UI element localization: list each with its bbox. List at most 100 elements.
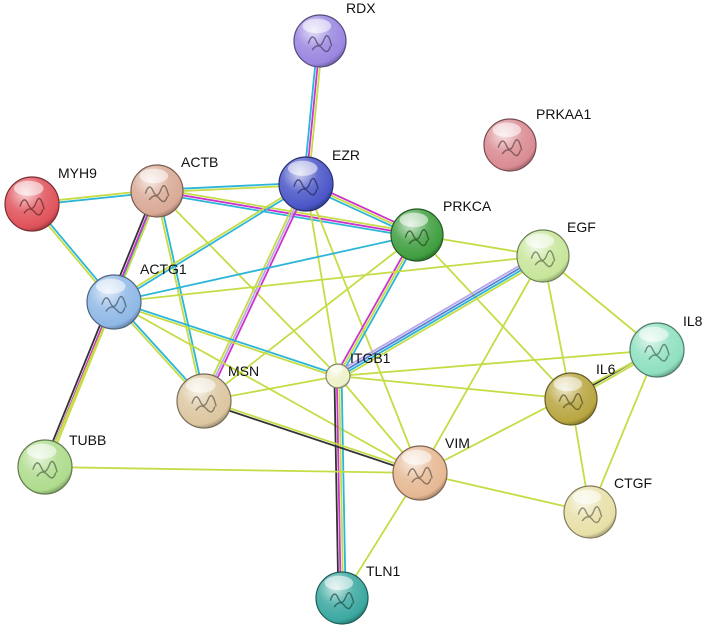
edge-line-cyan <box>337 256 545 378</box>
edge-line-yellow <box>338 258 546 381</box>
edge-line-yellow <box>416 234 572 400</box>
edge-line-cyan <box>340 375 347 599</box>
edge-line-yellow <box>337 375 572 400</box>
edge-line-cyan <box>113 184 308 304</box>
node-ctgf[interactable]: CTGF <box>563 475 652 539</box>
edge-line-yellow <box>156 187 419 234</box>
node-msn[interactable]: MSN <box>176 363 259 429</box>
protein-structure-icon <box>497 139 523 157</box>
node-highlight <box>329 365 344 373</box>
node-label-il8: IL8 <box>683 313 703 329</box>
edge-line-yellow <box>203 398 422 473</box>
node-il6[interactable]: IL6 <box>544 361 616 426</box>
edge-line-lavender <box>203 183 307 402</box>
edge-line-yellow <box>419 349 658 474</box>
node-prkca[interactable]: PRKCA <box>390 198 492 262</box>
node-prkaa1[interactable]: PRKAA1 <box>483 106 591 172</box>
protein-structure-icon <box>191 394 217 413</box>
protein-structure-icon <box>407 466 433 485</box>
node-egf[interactable]: EGF <box>516 219 596 283</box>
edge-line-yellow <box>337 349 658 377</box>
node-myh9[interactable]: MYH9 <box>4 165 97 232</box>
edge-line-yellow <box>203 234 418 402</box>
node-label-msn: MSN <box>228 363 259 379</box>
node-label-tln1: TLN1 <box>366 563 400 579</box>
node-highlight <box>572 489 602 505</box>
edge-line-blue <box>336 254 544 376</box>
node-label-egf: EGF <box>567 219 596 235</box>
edge-il8-ctgf <box>589 349 658 513</box>
edge-line-cyan <box>155 192 418 239</box>
node-highlight <box>638 326 669 342</box>
edge-line-magenta <box>335 232 416 376</box>
edge-prkca-il6 <box>416 234 572 400</box>
edge-actb-itgb1 <box>156 190 339 377</box>
node-actg1[interactable]: ACTG1 <box>86 261 187 330</box>
node-label-prkaa1: PRKAA1 <box>536 106 591 122</box>
edge-tubb-vim <box>44 466 421 474</box>
edge-ezr-vim <box>305 183 421 474</box>
node-highlight <box>95 278 126 294</box>
protein-structure-icon <box>558 393 584 411</box>
node-highlight <box>525 233 555 249</box>
protein-structure-icon <box>530 250 556 268</box>
node-highlight <box>139 168 169 184</box>
edge-il8-vim <box>419 349 658 474</box>
node-highlight <box>492 122 522 138</box>
edge-line-lavender <box>335 251 543 374</box>
protein-structure-icon <box>32 460 58 479</box>
node-label-ezr: EZR <box>332 147 360 163</box>
edge-prkca-msn <box>203 234 418 402</box>
edge-line-yellow <box>112 302 339 379</box>
edge-line-magenta <box>205 184 310 403</box>
node-il8[interactable]: IL8 <box>629 313 703 378</box>
node-label-tubb: TUBB <box>69 432 106 448</box>
edge-line-yellow <box>589 349 658 513</box>
node-highlight <box>13 180 44 196</box>
edge-il8-itgb1 <box>337 349 658 377</box>
edge-line-yellow <box>44 301 115 468</box>
node-itgb1[interactable]: ITGB1 <box>325 350 391 389</box>
node-rdx[interactable]: RDX <box>293 0 376 68</box>
edge-line-cyan <box>157 189 207 402</box>
edge-actb-msn <box>154 189 207 403</box>
edge-line-black <box>333 375 340 599</box>
node-highlight <box>399 212 429 228</box>
edge-actb-prkca <box>155 187 419 239</box>
edge-line-yellow <box>200 182 305 401</box>
protein-structure-icon <box>404 229 430 247</box>
node-tln1[interactable]: TLN1 <box>315 563 400 625</box>
node-tubb[interactable]: TUBB <box>17 432 106 495</box>
node-ezr[interactable]: EZR <box>278 147 360 212</box>
edge-ezr-msn <box>200 182 310 403</box>
edge-actg1-tubb <box>44 301 115 468</box>
edge-vim-ctgf <box>419 472 591 513</box>
edge-line-magenta <box>156 190 418 236</box>
node-highlight <box>185 377 216 393</box>
node-label-actg1: ACTG1 <box>140 261 187 277</box>
edge-line-yellow <box>154 190 204 403</box>
edge-line-yellow <box>338 375 345 599</box>
edge-actg1-egf <box>113 255 544 303</box>
node-label-il6: IL6 <box>596 361 616 377</box>
node-highlight <box>553 376 583 392</box>
node-label-actb: ACTB <box>181 154 218 170</box>
node-label-rdx: RDX <box>346 0 376 16</box>
protein-structure-icon <box>19 197 45 216</box>
protein-structure-icon <box>577 506 603 524</box>
protein-structure-icon <box>329 592 355 610</box>
edge-line-black <box>202 401 421 476</box>
node-label-vim: VIM <box>445 435 470 451</box>
node-vim[interactable]: VIM <box>392 435 470 501</box>
edge-prkca-actg1 <box>113 234 418 303</box>
edge-prkca-itgb1 <box>335 232 420 379</box>
node-actb[interactable]: ACTB <box>130 154 218 218</box>
edge-msn-vim <box>202 398 422 476</box>
protein-structure-icon <box>144 185 170 203</box>
edge-actg1-vim <box>113 301 421 474</box>
edge-line-yellow <box>419 472 591 513</box>
edge-line-yellow <box>112 182 307 302</box>
edge-line-yellow <box>156 190 339 377</box>
node-highlight <box>302 18 332 34</box>
